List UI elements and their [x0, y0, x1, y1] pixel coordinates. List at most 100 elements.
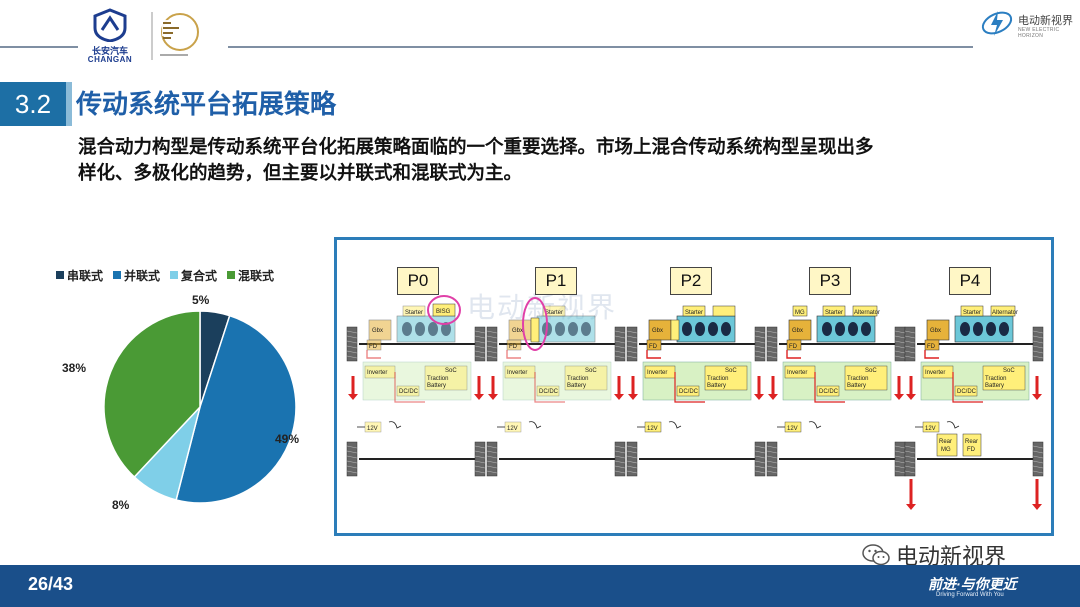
p0-front-left-tire-tread	[346, 340, 358, 344]
intro-paragraph: 混合动力构型是传动系统平台化拓展策略面临的一个重要选择。市场上混合传动系统构型呈…	[78, 134, 1038, 186]
p1-starter	[542, 305, 566, 317]
p2-front-left-tire-tread	[626, 355, 638, 359]
p4-rear-right-tire-tread	[1032, 455, 1044, 459]
p2-mg	[670, 319, 680, 341]
p3-traction-label: Traction	[847, 376, 868, 382]
p0-starter	[402, 305, 426, 317]
p1-final-drive	[506, 339, 522, 351]
p3-rear-right-tire-tread	[894, 445, 906, 449]
p3-torque-arrowhead-right	[894, 394, 904, 400]
intro-line-1: 混合动力构型是传动系统平台化拓展策略面临的一个重要选择。市场上混合传动系统构型呈…	[78, 136, 874, 157]
legend-item-compound: 复合式	[170, 266, 217, 284]
p0-rear-right-tire-tread	[474, 460, 486, 464]
p1-front-right-tire-tread	[614, 355, 626, 359]
p3-rear-right-tire-tread	[894, 455, 906, 459]
p0-bisg-label: BISG	[436, 309, 451, 315]
p1-dcdc-label: DC/DC	[539, 389, 559, 395]
p3-front-right-tire-tread	[894, 350, 906, 354]
p4-rear-left-tire-tread	[904, 465, 916, 469]
p2-front-left-tire-tread	[626, 335, 638, 339]
p0-starter-label: Starter	[405, 310, 423, 316]
p3-power-line-2	[814, 372, 845, 403]
p4-rear-left-tire-tread	[904, 470, 916, 474]
legend-item-series-parallel: 混联式	[227, 266, 274, 284]
wechat-account: 电动新视界	[862, 539, 1006, 571]
p2-front-left-tire	[626, 326, 638, 362]
p1-torque-arrowhead-left	[488, 394, 498, 400]
p4-rear-left-tire-tread	[904, 460, 916, 464]
p1-front-left-tire-tread	[486, 330, 498, 334]
p4-12v-label: 12V	[925, 426, 936, 432]
changan-emblem-icon	[93, 8, 127, 42]
position-label-p0: P0	[397, 267, 439, 295]
p3-inverter-label: Inverter	[787, 370, 807, 376]
p3-rear-left-tire-tread	[766, 445, 778, 449]
p1-rear-left-tire-tread	[486, 465, 498, 469]
p1-starter-label: Starter	[545, 310, 563, 316]
electric-horizon-emblem-icon	[981, 11, 1013, 36]
wechat-icon	[862, 544, 890, 566]
p3-starter-label: Starter	[825, 310, 843, 316]
p1-cylinder	[581, 322, 591, 336]
p1-power-line	[506, 350, 521, 359]
p1-inverter-label: Inverter	[507, 370, 527, 376]
p3-rear-right-tire-tread	[894, 450, 906, 454]
p2-inverter-label: Inverter	[647, 370, 667, 376]
p4-cylinder	[960, 322, 970, 336]
p4-rear-fd	[962, 433, 982, 457]
changan-logo-cn: 长安汽车	[91, 46, 128, 56]
p4-traction-battery	[982, 365, 1026, 391]
p4-front-left-tire	[904, 326, 916, 362]
pie-label-compound: 8%	[112, 498, 130, 512]
p4-rear-mg-label-1: Rear	[939, 439, 952, 445]
electric-horizon-logo: 电动新视界 NEW ELECTRIC HORIZON	[980, 8, 1075, 40]
p1-front-left-tire-tread	[486, 345, 498, 349]
p4-front-left-tire-tread	[904, 345, 916, 349]
p2-cylinder	[695, 322, 705, 336]
p2-power-line-2	[674, 372, 705, 403]
p1-front-right-tire-tread	[614, 335, 626, 339]
p4-rear-left-tire	[904, 441, 916, 477]
position-label-p1: P1	[535, 267, 577, 295]
p2-front-left-tire-tread	[626, 345, 638, 349]
p4-alternator-label: Alternator	[992, 310, 1018, 316]
p3-front-left-tire-tread	[766, 355, 778, 359]
p4-rear-right-tire-tread	[1032, 450, 1044, 454]
p1-rear-left-tire-tread	[486, 445, 498, 449]
p3-alternator	[852, 305, 878, 317]
p1-ground-lead	[528, 421, 542, 429]
p0-rear-left-tire	[346, 441, 358, 477]
p0-dcdc	[396, 385, 420, 397]
p3-cylinder	[822, 322, 832, 336]
p0-front-left-tire-tread	[346, 350, 358, 354]
legend-item-series: 串联式	[56, 266, 103, 284]
p2-gearbox-label: Gbx	[652, 328, 663, 334]
p3-soc-label: SoC	[865, 368, 877, 374]
p3-front-left-tire-tread	[766, 330, 778, 334]
section-number: 3.2	[0, 82, 66, 126]
p0-rear-left-tire-tread	[346, 455, 358, 459]
p3-mg	[792, 305, 808, 317]
p4-front-left-tire-tread	[904, 335, 916, 339]
p2-starter-label: Starter	[685, 310, 703, 316]
p0-front-right-tire-tread	[474, 345, 486, 349]
p3-final-drive	[786, 339, 802, 351]
p4-cylinder	[973, 322, 983, 336]
p2-rear-left-tire-tread	[626, 470, 638, 474]
p4-cylinder	[999, 322, 1009, 336]
p4-rear-right-tire-tread	[1032, 460, 1044, 464]
p3-dcdc-label: DC/DC	[819, 389, 839, 395]
p1-soc-label: SoC	[585, 368, 597, 374]
p4-final-drive	[924, 339, 940, 351]
p2-torque-arrowhead-left	[628, 394, 638, 400]
p2-final-drive-label: FD	[649, 344, 658, 350]
p3-gearbox-label: Gbx	[792, 328, 803, 334]
p2-front-left-tire-tread	[626, 330, 638, 334]
legend-label-compound: 复合式	[181, 268, 218, 283]
footer-slogan-en: Driving Forward With You	[936, 592, 1004, 598]
p2-cylinder	[708, 322, 718, 336]
p2-front-right-tire-tread	[754, 340, 766, 344]
p3-rear-right-tire-tread	[894, 465, 906, 469]
p0-12v-label: 12V	[367, 426, 378, 432]
